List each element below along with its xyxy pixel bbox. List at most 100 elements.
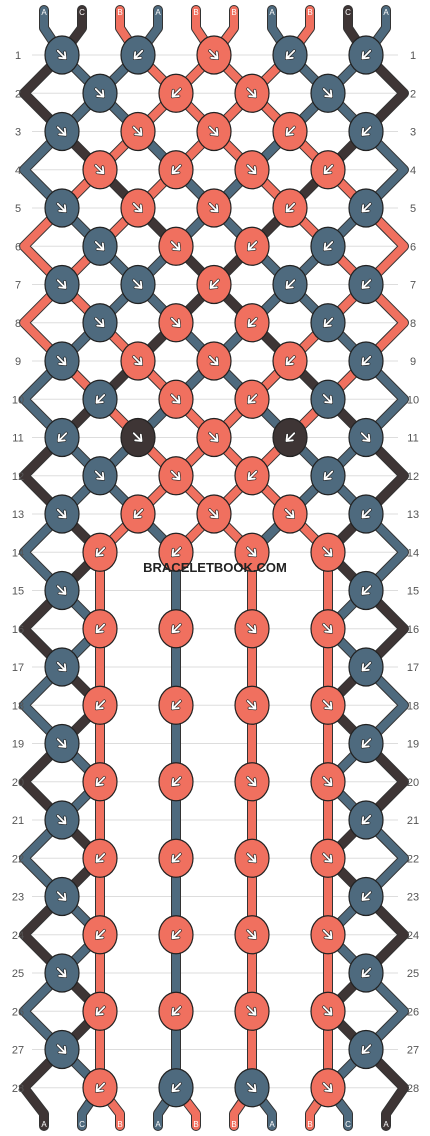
row-label-left: 26: [12, 1006, 24, 1018]
arrow-stroke: [56, 355, 67, 366]
arrow-stroke: [171, 929, 182, 940]
knot-arrow-icon: [208, 125, 220, 137]
arrow-glyph: [360, 584, 372, 596]
arrow-stroke: [95, 1082, 106, 1093]
knot-arrow-icon: [322, 393, 334, 405]
knot-arrow-icon: [94, 1082, 106, 1093]
arrow-stroke: [95, 700, 106, 710]
top-string-label: A: [41, 8, 47, 17]
row-label-left: 25: [12, 968, 24, 980]
arrow-glyph: [94, 393, 106, 405]
arrow-glyph: [56, 355, 68, 367]
knot-arrow-icon: [94, 393, 106, 405]
arrow-stroke: [247, 241, 258, 251]
knot-arrow-icon: [132, 278, 144, 290]
arrow-stroke: [361, 355, 372, 366]
knot-arrow-icon: [322, 164, 334, 175]
arrow-glyph: [284, 202, 296, 214]
arrow-glyph: [322, 699, 334, 711]
arrow-glyph: [170, 546, 182, 558]
knot-arrow-icon: [322, 240, 334, 252]
arrow-stroke: [285, 49, 296, 60]
row-label-right: 24: [407, 930, 419, 942]
knot-arrow-icon: [94, 776, 106, 787]
arrow-glyph: [322, 87, 334, 99]
arrow-glyph: [284, 508, 296, 520]
arrow-stroke: [56, 738, 67, 748]
knot-arrow-icon: [246, 317, 258, 328]
arrow-stroke: [132, 279, 143, 289]
knot-arrow-icon: [94, 470, 106, 481]
knot-arrow-icon: [56, 737, 68, 749]
arrow-glyph: [94, 699, 106, 711]
knot-arrow-icon: [208, 508, 220, 520]
knot-arrow-icon: [246, 699, 258, 711]
arrow-stroke: [171, 853, 182, 863]
arrow-glyph: [360, 355, 372, 367]
knot-arrow-icon: [56, 202, 68, 214]
row-label-right: 21: [407, 815, 419, 827]
knot-arrow-icon: [170, 546, 182, 558]
top-string-label: A: [155, 8, 161, 17]
bottom-string-label: A: [383, 1120, 389, 1129]
row-label-right: 28: [407, 1083, 419, 1095]
arrow-stroke: [208, 126, 219, 136]
arrow-stroke: [322, 1006, 333, 1016]
arrow-glyph: [246, 929, 258, 940]
arrow-stroke: [246, 623, 257, 634]
arrow-stroke: [56, 585, 67, 595]
arrow-glyph: [208, 355, 220, 367]
arrow-stroke: [247, 470, 258, 481]
arrow-stroke: [284, 508, 295, 519]
arrow-glyph: [246, 1005, 258, 1017]
knot-arrow-icon: [246, 1005, 258, 1017]
knot-arrow-icon: [132, 355, 144, 367]
arrow-stroke: [361, 967, 372, 978]
knot-arrow-icon: [246, 852, 258, 864]
knot-arrow-icon: [322, 317, 334, 328]
knot-arrow-icon: [246, 393, 258, 405]
arrow-glyph: [322, 470, 334, 481]
arrow-stroke: [361, 891, 372, 901]
knot-arrow-icon: [56, 278, 68, 290]
knot-arrow-icon: [56, 584, 68, 596]
row-label-right: 27: [407, 1045, 419, 1057]
arrow-stroke: [361, 49, 372, 60]
arrow-glyph: [56, 508, 68, 520]
knot-arrow-icon: [322, 546, 334, 558]
arrow-glyph: [246, 546, 258, 558]
row-label-left: 12: [12, 471, 24, 483]
arrow-stroke: [56, 814, 67, 825]
arrow-glyph: [284, 355, 296, 367]
knot-arrow-icon: [360, 431, 372, 443]
knot-arrow-icon: [284, 508, 296, 520]
arrow-stroke: [247, 394, 258, 404]
arrow-glyph: [322, 393, 334, 405]
arrow-stroke: [56, 202, 67, 213]
knot-arrow-icon: [170, 470, 182, 481]
arrow-stroke: [170, 317, 181, 328]
arrow-stroke: [361, 279, 372, 289]
arrow-stroke: [246, 88, 257, 98]
row-label-left: 20: [12, 777, 24, 789]
row-label-right: 6: [410, 241, 416, 253]
row-label-left: 8: [15, 318, 21, 330]
row-label-right: 3: [410, 127, 416, 139]
knot-arrow-icon: [322, 852, 334, 864]
arrow-glyph: [322, 240, 334, 252]
knot-arrow-icon: [94, 852, 106, 864]
knot-arrow-icon: [94, 929, 106, 940]
row-label-right: 20: [407, 777, 419, 789]
arrow-glyph: [170, 393, 182, 405]
arrow-stroke: [95, 1006, 106, 1016]
top-string-label: C: [79, 8, 85, 17]
knot-arrow-icon: [360, 508, 372, 520]
knot-arrow-icon: [56, 49, 68, 61]
arrow-stroke: [171, 1006, 182, 1016]
arrow-stroke: [56, 126, 67, 136]
knot-arrow-icon: [360, 49, 372, 61]
knot-arrow-icon: [284, 278, 296, 290]
arrow-stroke: [361, 1044, 372, 1054]
arrow-glyph: [132, 278, 144, 290]
